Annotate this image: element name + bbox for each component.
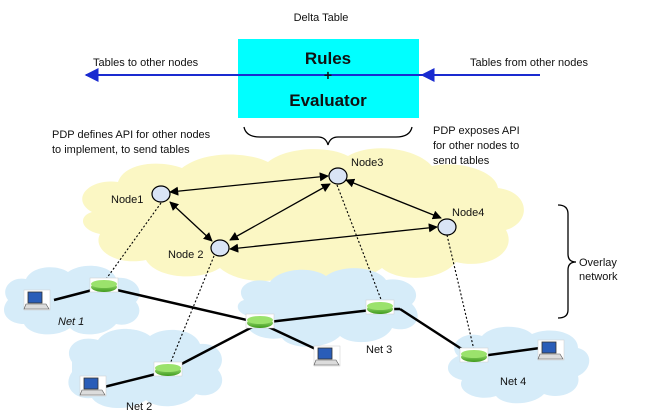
overlay-links: [169, 172, 442, 253]
dotted-mapping-lines: [103, 184, 475, 365]
tables-to-other-nodes-label: Tables to other nodes: [93, 57, 199, 69]
router-net3: [365, 299, 395, 315]
net1-label: Net 1: [58, 316, 84, 328]
node3-label: Node3: [351, 157, 383, 169]
router-net1: [89, 277, 119, 293]
net3-cloud: [237, 268, 418, 347]
plus-label: +: [324, 67, 332, 83]
net3-label: Net 3: [366, 344, 392, 356]
right-note: PDP exposes API for other nodes to send …: [433, 125, 523, 167]
node3-circle: [328, 167, 348, 185]
node4-label: Node4: [452, 207, 484, 219]
overlay-bracket: [557, 204, 577, 319]
delta-table-title: Delta Table: [294, 12, 349, 24]
router-net2: [153, 361, 183, 377]
computer-net1: [23, 289, 51, 311]
left-note: PDP defines API for other nodes to imple…: [52, 129, 213, 156]
computer-net3: [313, 345, 341, 367]
net2-label: Net 2: [126, 401, 152, 413]
overlay-network-label: Overlay network: [579, 257, 620, 283]
node1-circle: [151, 185, 171, 203]
node2-circle: [210, 239, 230, 257]
net4-label: Net 4: [500, 376, 526, 388]
router-net4: [459, 347, 489, 363]
tables-from-other-nodes-label: Tables from other nodes: [470, 57, 589, 69]
node4-circle: [437, 218, 457, 236]
net2-cloud: [68, 328, 223, 409]
node1-label: Node1: [111, 194, 143, 206]
computer-net4: [537, 339, 565, 361]
computer-net2: [79, 375, 107, 397]
rules-evaluator-box: [238, 39, 419, 118]
router-core: [245, 313, 275, 329]
rules-label: Rules: [305, 49, 351, 68]
api-brace: [243, 126, 413, 146]
evaluator-label: Evaluator: [289, 91, 367, 110]
net4-cloud: [447, 326, 590, 404]
node2-label: Node 2: [168, 249, 203, 261]
